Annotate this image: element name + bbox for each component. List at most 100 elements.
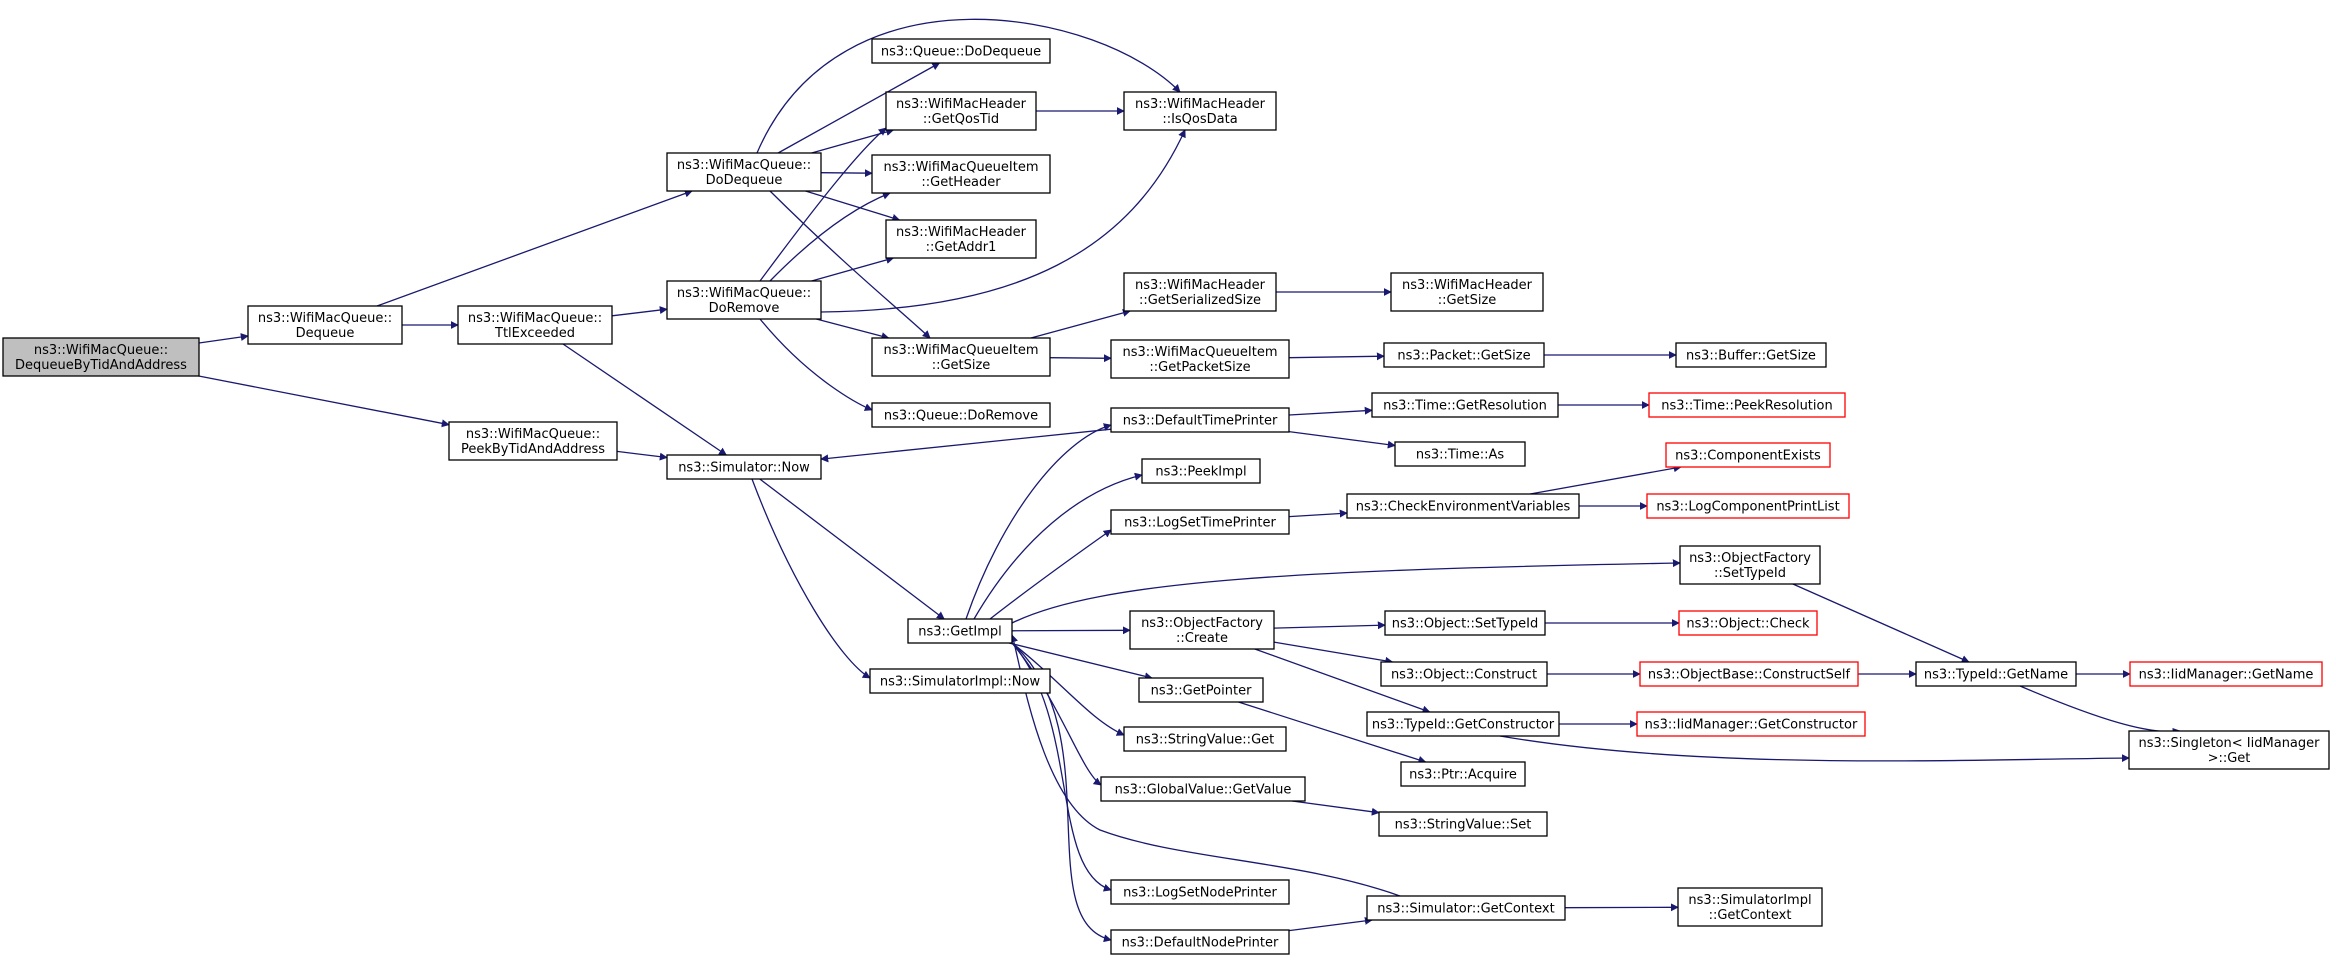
node-box xyxy=(1110,407,1290,433)
edge-doDequeue-to-getAddr1 xyxy=(805,190,901,222)
node-box xyxy=(1110,929,1290,955)
node-queueDoRemove[interactable]: ns3::Queue::DoRemove xyxy=(871,402,1051,428)
node-getHeader[interactable]: ns3::WifiMacQueueItem::GetHeader xyxy=(871,154,1051,194)
node-dequeueByTid[interactable]: ns3::WifiMacQueue::DequeueByTidAndAddres… xyxy=(2,337,200,377)
node-box xyxy=(1141,458,1261,484)
node-bufferGetSize[interactable]: ns3::Buffer::GetSize xyxy=(1675,342,1827,368)
node-defaultNodePrinter[interactable]: ns3::DefaultNodePrinter xyxy=(1110,929,1290,955)
node-box xyxy=(1110,339,1290,379)
node-objCheck[interactable]: ns3::Object::Check xyxy=(1678,610,1818,636)
node-typeIdGetConstructor[interactable]: ns3::TypeId::GetConstructor xyxy=(1366,711,1560,737)
node-label: ns3::TypeId::GetConstructor xyxy=(1372,718,1555,733)
edge-checkEnvVars-to-componentExists xyxy=(1529,464,1682,495)
node-componentExists[interactable]: ns3::ComponentExists xyxy=(1665,442,1831,468)
node-label: ns3::WifiMacQueueItem xyxy=(1122,345,1277,360)
node-packetGetSize[interactable]: ns3::Packet::GetSize xyxy=(1383,342,1545,368)
node-label: ::GetQosTid xyxy=(923,112,999,127)
node-label: ::Create xyxy=(1176,631,1228,646)
node-box xyxy=(1110,509,1290,535)
node-typeIdGetName[interactable]: ns3::TypeId::GetName xyxy=(1915,661,2077,687)
node-box xyxy=(1378,811,1548,837)
node-getAddr1[interactable]: ns3::WifiMacHeader::GetAddr1 xyxy=(885,219,1037,259)
node-logSetTimePrinter[interactable]: ns3::LogSetTimePrinter xyxy=(1110,509,1290,535)
edge-doRemove-to-isQosData xyxy=(820,129,1186,313)
node-box xyxy=(869,668,1051,694)
node-objConstruct[interactable]: ns3::Object::Construct xyxy=(1380,661,1548,687)
node-objSetTypeId[interactable]: ns3::Object::SetTypeId xyxy=(1384,610,1546,636)
node-label: ns3::Queue::DoRemove xyxy=(884,409,1038,424)
node-timePeekResolution[interactable]: ns3::Time::PeekResolution xyxy=(1648,392,1846,418)
node-label: ns3::WifiMacHeader xyxy=(1402,278,1533,293)
node-globalValueGetValue[interactable]: ns3::GlobalValue::GetValue xyxy=(1100,776,1306,802)
node-label: PeekByTidAndAddress xyxy=(461,442,605,457)
node-simNow[interactable]: ns3::Simulator::Now xyxy=(666,454,822,480)
node-box xyxy=(1665,442,1831,468)
node-ttlExceeded[interactable]: ns3::WifiMacQueue::TtlExceeded xyxy=(457,305,613,345)
edge-itemGetSize-to-getPacketSize xyxy=(1049,354,1112,363)
node-label: ::GetPacketSize xyxy=(1149,360,1250,375)
node-getPointer[interactable]: ns3::GetPointer xyxy=(1138,677,1264,703)
node-iidGetConstructor[interactable]: ns3::IidManager::GetConstructor xyxy=(1636,711,1866,737)
node-getQosTid[interactable]: ns3::WifiMacHeader::GetQosTid xyxy=(885,91,1037,131)
edge-getImpl-to-ofCreate xyxy=(1011,626,1131,635)
edge-getImpl-to-globalValueGetValue xyxy=(1011,642,1102,786)
node-ofCreate[interactable]: ns3::ObjectFactory::Create xyxy=(1129,610,1275,650)
edge-getPointer-to-ptrAcquire xyxy=(1238,701,1427,764)
node-timeAs[interactable]: ns3::Time::As xyxy=(1394,441,1526,467)
node-label: ns3::StringValue::Set xyxy=(1395,818,1532,833)
node-logComponentPrintList[interactable]: ns3::LogComponentPrintList xyxy=(1646,493,1850,519)
node-label: ns3::Singleton< IidManager xyxy=(2138,736,2320,751)
node-getImpl[interactable]: ns3::GetImpl xyxy=(907,618,1013,644)
node-box xyxy=(1110,879,1290,905)
node-label: ns3::ObjectFactory xyxy=(1141,616,1263,631)
node-label: ns3::WifiMacQueue:: xyxy=(677,286,811,301)
node-defaultTimePrinter[interactable]: ns3::DefaultTimePrinter xyxy=(1110,407,1290,433)
edge-simNow-to-simImplNow xyxy=(751,478,871,679)
node-box xyxy=(1123,726,1287,752)
node-simImplGetContext[interactable]: ns3::SimulatorImpl::GetContext xyxy=(1677,887,1823,927)
edge-getImpl-to-defaultTimePrinter xyxy=(965,423,1112,620)
edge-doRemove-to-getQosTid xyxy=(759,127,887,282)
node-box xyxy=(2,337,200,377)
node-singletonGet[interactable]: ns3::Singleton< IidManager >::Get xyxy=(2128,730,2330,770)
node-label: ns3::WifiMacQueue:: xyxy=(468,311,602,326)
node-hdrGetSize[interactable]: ns3::WifiMacHeader::GetSize xyxy=(1390,272,1544,312)
edge-getImpl-to-getPointer xyxy=(1008,642,1153,681)
node-getPacketSize[interactable]: ns3::WifiMacQueueItem::GetPacketSize xyxy=(1110,339,1290,379)
edge-doDequeue-to-isQosData xyxy=(756,18,1181,154)
node-doDequeue[interactable]: ns3::WifiMacQueue::DoDequeue xyxy=(666,152,822,192)
node-label: ns3::CheckEnvironmentVariables xyxy=(1356,500,1571,515)
node-stringValueGet[interactable]: ns3::StringValue::Get xyxy=(1123,726,1287,752)
node-box xyxy=(1123,272,1277,312)
node-isQosData[interactable]: ns3::WifiMacHeader::IsQosData xyxy=(1123,91,1277,131)
node-itemGetSize[interactable]: ns3::WifiMacQueueItem::GetSize xyxy=(871,337,1051,377)
node-ofSetTypeId[interactable]: ns3::ObjectFactory::SetTypeId xyxy=(1679,545,1821,585)
node-box xyxy=(666,454,822,480)
node-doRemove[interactable]: ns3::WifiMacQueue::DoRemove xyxy=(666,280,822,320)
node-iidGetName[interactable]: ns3::IidManager::GetName xyxy=(2129,661,2323,687)
node-logSetNodePrinter[interactable]: ns3::LogSetNodePrinter xyxy=(1110,879,1290,905)
node-stringValueSet[interactable]: ns3::StringValue::Set xyxy=(1378,811,1548,837)
node-queueDoDequeue[interactable]: ns3::Queue::DoDequeue xyxy=(871,38,1051,64)
node-label: ns3::IidManager::GetConstructor xyxy=(1645,718,1858,733)
node-peekByTid[interactable]: ns3::WifiMacQueue::PeekByTidAndAddress xyxy=(448,421,618,461)
node-label: ns3::Ptr::Acquire xyxy=(1409,768,1517,783)
node-label: ns3::WifiMacHeader xyxy=(896,97,1027,112)
node-peekImpl[interactable]: ns3::PeekImpl xyxy=(1141,458,1261,484)
node-constructSelf[interactable]: ns3::ObjectBase::ConstructSelf xyxy=(1639,661,1859,687)
node-simGetContext[interactable]: ns3::Simulator::GetContext xyxy=(1366,895,1566,921)
node-simImplNow[interactable]: ns3::SimulatorImpl::Now xyxy=(869,668,1051,694)
node-checkEnvVars[interactable]: ns3::CheckEnvironmentVariables xyxy=(1346,493,1580,519)
node-box xyxy=(871,154,1051,194)
node-label: ns3::TypeId::GetName xyxy=(1924,668,2068,683)
edge-ofCreate-to-objSetTypeId xyxy=(1273,621,1386,630)
node-label: DoRemove xyxy=(709,301,780,316)
node-label: ns3::Simulator::GetContext xyxy=(1377,902,1554,917)
node-box xyxy=(1639,661,1859,687)
node-timeGetResolution[interactable]: ns3::Time::GetResolution xyxy=(1371,392,1559,418)
node-label: ns3::DefaultTimePrinter xyxy=(1123,414,1278,429)
node-getSerializedSize[interactable]: ns3::WifiMacHeader::GetSerializedSize xyxy=(1123,272,1277,312)
node-dequeue[interactable]: ns3::WifiMacQueue::Dequeue xyxy=(247,305,403,345)
node-ptrAcquire[interactable]: ns3::Ptr::Acquire xyxy=(1400,761,1526,787)
